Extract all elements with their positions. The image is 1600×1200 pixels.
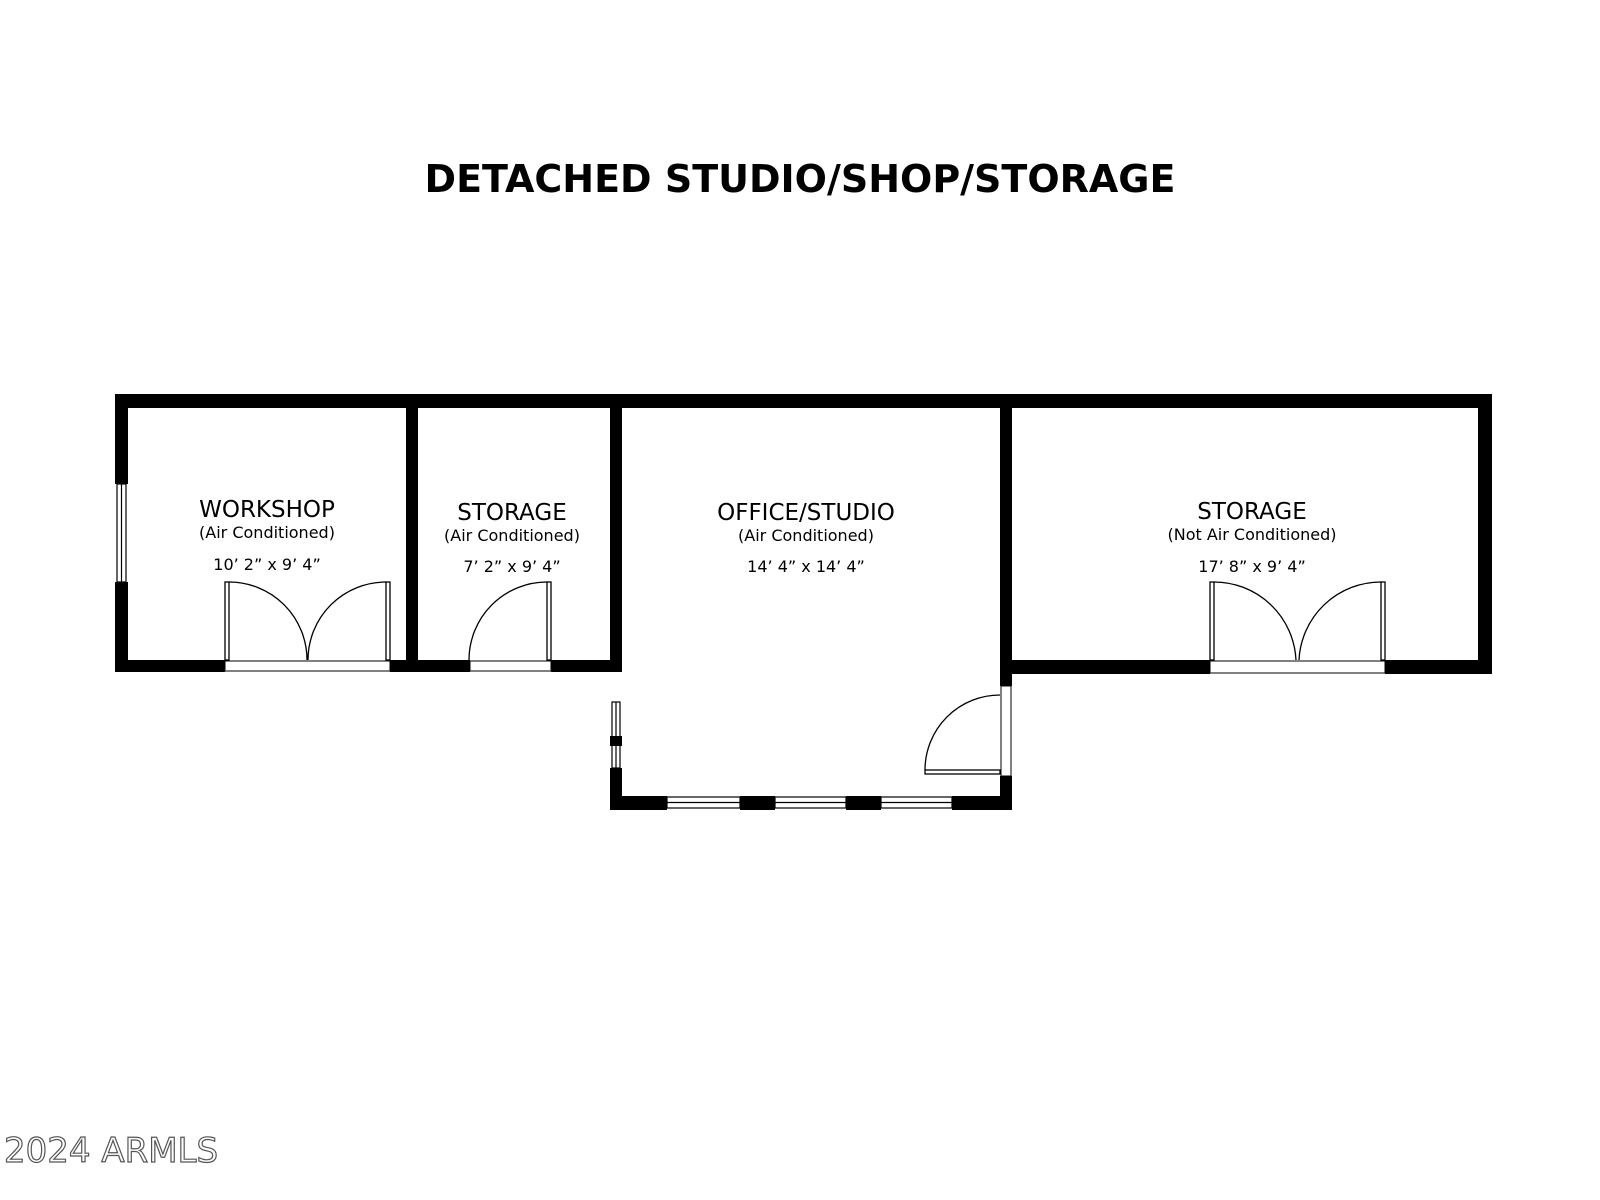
room-note: (Air Conditioned) xyxy=(444,526,580,545)
workshop-double-door xyxy=(224,581,391,661)
storage-double-door xyxy=(1209,581,1386,661)
walls xyxy=(115,394,1492,810)
thresholds xyxy=(224,660,1386,777)
windows xyxy=(116,483,953,809)
plan-title: DETACHED STUDIO/SHOP/STORAGE xyxy=(425,157,1176,201)
room-size: 14’ 4” x 14’ 4” xyxy=(747,557,865,576)
room-storage-large: STORAGE (Not Air Conditioned) 17’ 8” x 9… xyxy=(1167,499,1336,576)
storage-door xyxy=(468,581,552,661)
door-swings xyxy=(224,581,1386,775)
room-name: OFFICE/STUDIO xyxy=(717,500,895,526)
watermark: 2024 ARMLS xyxy=(4,1131,218,1171)
room-size: 17’ 8” x 9’ 4” xyxy=(1198,557,1305,576)
room-note: (Air Conditioned) xyxy=(199,523,335,542)
room-size: 7’ 2” x 9’ 4” xyxy=(463,557,560,576)
room-office-studio: OFFICE/STUDIO (Air Conditioned) 14’ 4” x… xyxy=(717,500,895,576)
room-note: (Not Air Conditioned) xyxy=(1167,525,1336,544)
room-name: STORAGE xyxy=(1197,499,1307,525)
room-workshop: WORKSHOP (Air Conditioned) 10’ 2” x 9’ 4… xyxy=(199,497,335,574)
office-door xyxy=(924,694,1001,775)
room-storage-small: STORAGE (Air Conditioned) 7’ 2” x 9’ 4” xyxy=(444,500,580,576)
room-name: STORAGE xyxy=(457,500,567,526)
room-name: WORKSHOP xyxy=(199,497,335,523)
room-note: (Air Conditioned) xyxy=(738,526,874,545)
room-size: 10’ 2” x 9’ 4” xyxy=(213,555,320,574)
